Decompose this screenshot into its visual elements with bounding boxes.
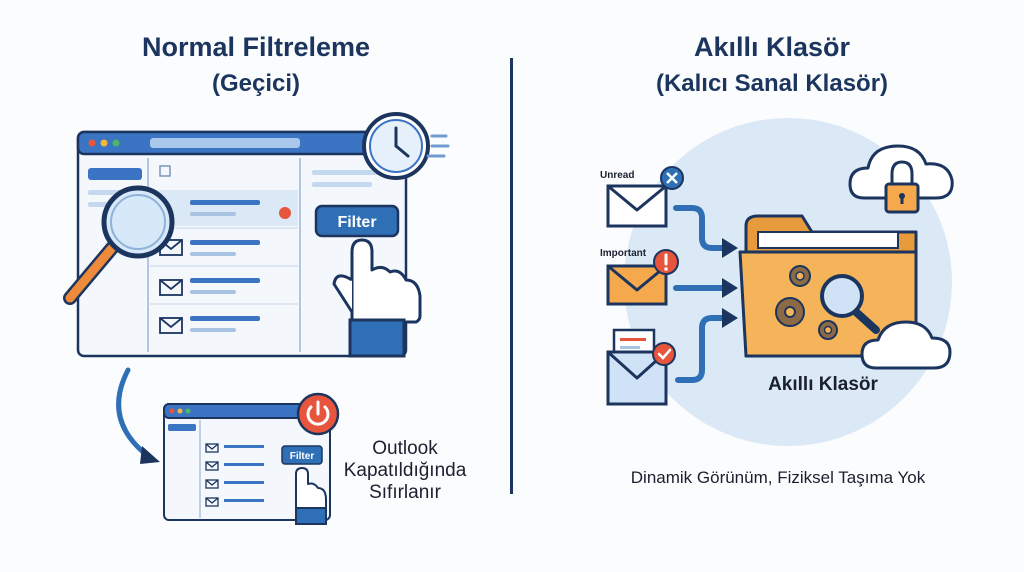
power-icon (296, 392, 340, 436)
important-tag: Important (600, 248, 647, 259)
small-filter-button-label: Filter (290, 451, 315, 462)
small-filter-button[interactable]: Filter (281, 445, 323, 465)
small-hand-icon (295, 467, 327, 525)
reset-note-line3: Sıfırlanır (369, 482, 441, 503)
folder-label: Akıllı Klasör (768, 374, 878, 395)
important-envelope-icon (606, 249, 679, 306)
reset-note-line2: Kapatıldığında (343, 460, 467, 481)
right-title: Akıllı Klasör (693, 32, 851, 62)
right-subtitle: (Kalıcı Sanal Klasör) (655, 70, 889, 97)
filter-button-label: Filter (337, 214, 376, 231)
flow-arrowheads (722, 238, 738, 328)
unread-envelope-icon (606, 166, 684, 228)
pointing-hand-icon (332, 238, 422, 358)
checked-envelope-icon (606, 328, 676, 406)
center-divider (510, 58, 513, 494)
flow-arrows (673, 205, 727, 383)
filter-button[interactable]: Filter (314, 204, 400, 238)
clock-icon (362, 112, 450, 180)
left-illustration: Filter (63, 112, 450, 525)
right-illustration (606, 118, 954, 446)
arrow-head (140, 446, 160, 464)
unread-tag: Unread (600, 170, 635, 181)
right-caption: Dinamik Görünüm, Fiziksel Taşıma Yok (630, 468, 926, 487)
magnifier-icon (63, 185, 175, 305)
left-title: Normal Filtreleme (141, 32, 371, 62)
reset-note: Outlook Kapatıldığında Sıfırlanır (340, 438, 470, 504)
cloud-lock-icon (848, 144, 954, 214)
left-subtitle: (Geçici) (211, 70, 301, 97)
cloud-icon (860, 320, 952, 370)
smart-folder-icon (738, 214, 918, 358)
curved-arrow (116, 367, 151, 459)
reset-note-line1: Outlook (372, 438, 438, 459)
